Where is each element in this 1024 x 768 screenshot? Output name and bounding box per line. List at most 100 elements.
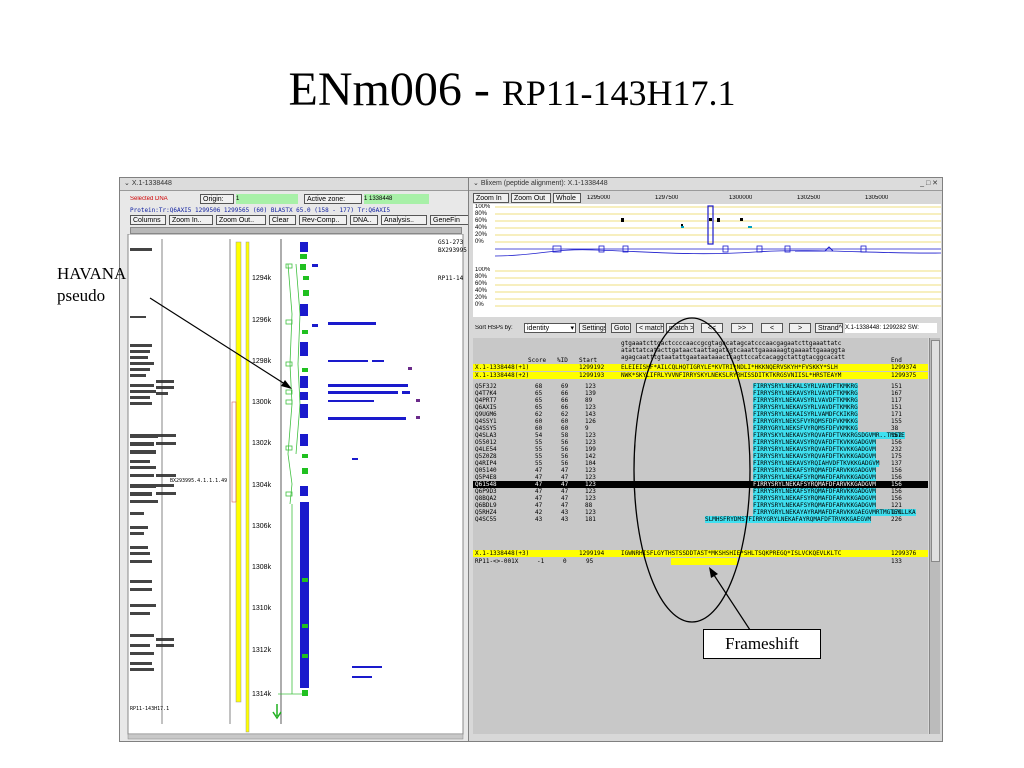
analysis-button[interactable]: Analysis.. xyxy=(381,215,427,225)
header-score: Score xyxy=(528,357,547,364)
yellow-track xyxy=(235,241,242,703)
whole-button[interactable]: Whole xyxy=(553,193,581,203)
scroll-right-button[interactable]: > xyxy=(789,323,811,333)
prev-match-button[interactable]: < match xyxy=(636,323,664,333)
clear-button[interactable]: Clear xyxy=(269,215,296,225)
dna-line-1: gtgaaatcttgactccccaaccgcgtagacatagcatccc… xyxy=(621,340,842,347)
active-zone-button[interactable]: Active zone: xyxy=(304,194,362,204)
blixem-title: Blixem (peptide alignment): X.1-1338448 xyxy=(480,180,608,187)
next-match-button[interactable]: match > xyxy=(666,323,694,333)
fmap-hscrollbar[interactable] xyxy=(127,733,464,740)
zoom-in-button[interactable]: Zoom In.. xyxy=(169,215,213,225)
left-label-rp11: RP11-143H17.1 xyxy=(130,706,169,712)
selection-info: Protein:Tr:Q6AXI5 1299506 1299565 (60) B… xyxy=(130,207,391,214)
ruler-label-5: 1305000 xyxy=(865,195,889,201)
genefinder-button[interactable]: GeneFin xyxy=(430,215,470,225)
column-header-strip[interactable] xyxy=(130,227,462,234)
ruler-label-1: 1295000 xyxy=(587,195,611,201)
svg-text:1300k: 1300k xyxy=(252,399,272,406)
active-zone-field[interactable]: 1 1338448 xyxy=(364,194,429,204)
window-controls[interactable]: _ □ ✕ xyxy=(920,180,938,187)
havana-pseudo-transcript[interactable] xyxy=(278,263,306,695)
sort-select[interactable]: identity ▾ xyxy=(524,323,576,333)
position-readout: X.1-1338448: 1299282 SW: xyxy=(845,323,937,333)
settings-button[interactable]: Settings xyxy=(579,323,606,333)
scrollbar-thumb[interactable] xyxy=(931,340,940,562)
svg-text:1306k: 1306k xyxy=(252,523,272,530)
ruler-label-3: 1300000 xyxy=(729,195,753,201)
fmap-title: X.1-1338448 xyxy=(131,180,172,187)
slide-title: ENm006 - RP11-143H17.1 xyxy=(0,62,1024,117)
pct-axis-top: 100%80%60% 40%20%0% xyxy=(475,204,491,245)
alignment-panel[interactable]: gtgaaatcttgactccccaaccgcgtagacatagcatccc… xyxy=(473,338,928,734)
svg-text:RP11-14: RP11-14 xyxy=(438,275,464,282)
goto-button[interactable]: Goto xyxy=(611,323,631,333)
rp11-alignment-row[interactable]: RP11-<>-001X -1 0 95 133 xyxy=(475,558,902,565)
havana-callout: HAVANA pseudo xyxy=(57,264,127,305)
svg-text:GS1-273: GS1-273 xyxy=(438,239,464,246)
svg-text:1294k: 1294k xyxy=(252,275,272,282)
slide-title-main: ENm006 - xyxy=(288,63,502,116)
gene-exon-blocks[interactable] xyxy=(300,242,318,696)
arrow-down-icon xyxy=(272,704,282,720)
rev-comp-button[interactable]: Rev-Comp.. xyxy=(299,215,347,225)
blastx-hits[interactable] xyxy=(328,322,410,678)
dna-line-3: agagcaatttgtaatattgaataataaactcagttccatc… xyxy=(621,354,845,361)
chevron-down-icon: ▾ xyxy=(570,325,574,332)
svg-text:1310k: 1310k xyxy=(252,605,272,612)
dna-line-2: atattatcatacttgataactaattagatcgtcaaattga… xyxy=(621,347,845,354)
overview-panel[interactable]: 100%80%60% 40%20%0% 100%80%60% 40%20%0% xyxy=(473,204,941,317)
scroll-left-button[interactable]: < xyxy=(761,323,783,333)
fmap-canvas: RP11-143H17.1 BX293995.4.1.1.1.49 1294k … xyxy=(127,234,467,740)
chevron-down-icon[interactable]: ⌄ xyxy=(473,180,479,187)
pct-axis-bottom: 100%80%60% 40%20%0% xyxy=(475,267,491,308)
scroll-far-right-button[interactable]: >> xyxy=(731,323,753,333)
svg-text:BX293995: BX293995 xyxy=(438,247,467,254)
rp11-match-block xyxy=(671,558,737,565)
svg-text:1298k: 1298k xyxy=(252,358,272,365)
columns-button[interactable]: Columns xyxy=(130,215,166,225)
origin-field[interactable]: 1 xyxy=(236,194,298,204)
sort-label: Sort HSPs by: xyxy=(475,325,513,331)
zoom-in-button[interactable]: Zoom In xyxy=(473,193,509,203)
frame-3-row[interactable]: X.1-1338448(+3) 1299194 IGWNRHISFLGYTHST… xyxy=(473,550,928,557)
origin-button[interactable]: Origin: xyxy=(200,194,234,204)
frameshift-callout: Frameshift xyxy=(703,629,821,659)
alignment-vscrollbar[interactable] xyxy=(929,338,940,734)
chevron-down-icon[interactable]: ⌄ xyxy=(124,180,130,187)
svg-text:1304k: 1304k xyxy=(252,482,272,489)
dna-button[interactable]: DNA.. xyxy=(350,215,378,225)
scroll-far-left-button[interactable]: << xyxy=(701,323,723,333)
strand-toggle[interactable]: Strand^v xyxy=(815,323,843,333)
ruler-label-4: 1302500 xyxy=(797,195,821,201)
header-id: %ID xyxy=(557,357,568,364)
overview-viewport-box[interactable] xyxy=(707,205,714,245)
header-start: Start xyxy=(579,357,598,364)
svg-text:1312k: 1312k xyxy=(252,647,272,654)
zoom-out-button[interactable]: Zoom Out xyxy=(511,193,551,203)
fmap-window: ⌄ X.1-1338448 Selected DNA Origin: 1 Act… xyxy=(119,177,472,742)
zoom-out-button[interactable]: Zoom Out.. xyxy=(216,215,266,225)
